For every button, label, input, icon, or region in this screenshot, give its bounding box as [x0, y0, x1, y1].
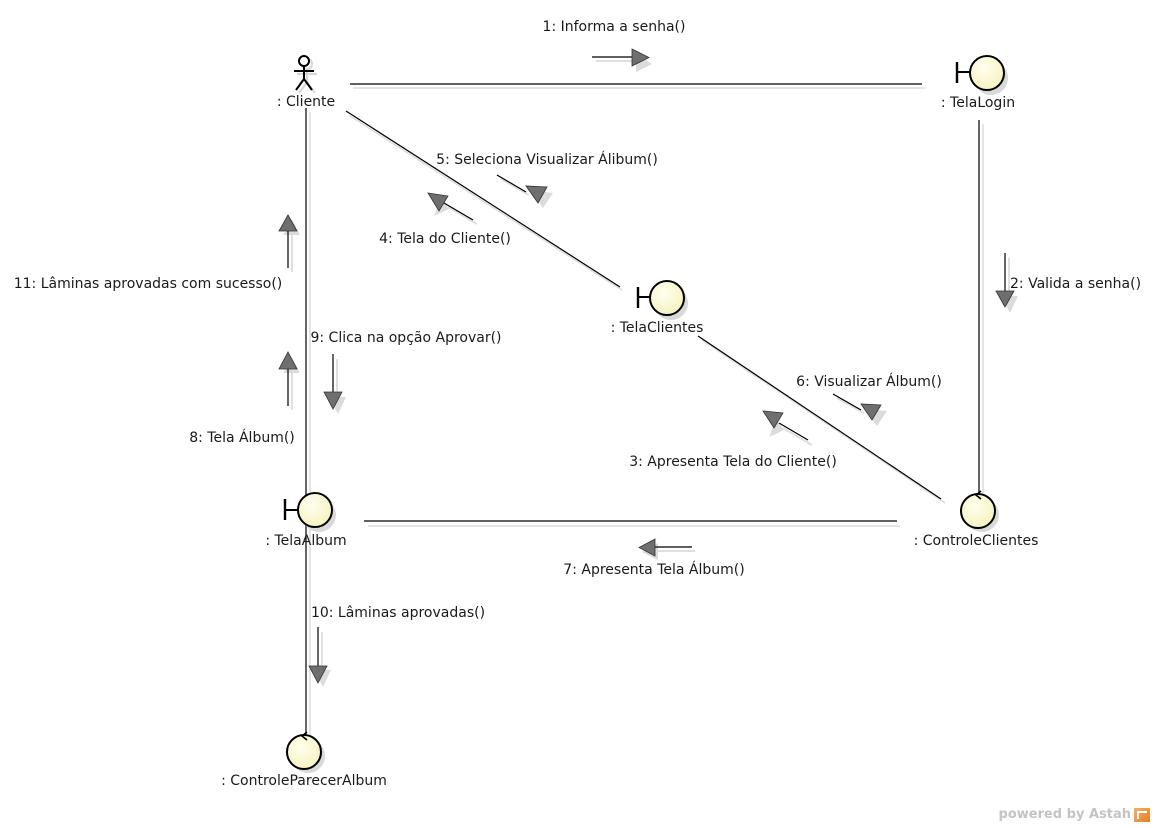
message-arrow-5[interactable]	[496, 174, 553, 208]
message-label-8: 8: Tela Álbum()	[189, 429, 295, 446]
message-arrow-3[interactable]	[762, 410, 813, 446]
message-label-6: 6: Visualizar Álbum()	[796, 373, 942, 390]
message-label-5: 5: Seleciona Visualizar Álibum()	[436, 151, 658, 168]
message-arrow-1[interactable]	[592, 48, 652, 72]
powered-by-watermark: powered by Astah	[999, 807, 1150, 822]
object-label-controleparceralbum: : ControleParecerAlbum	[221, 773, 387, 789]
control-icon	[286, 731, 322, 770]
message-label-11: 11: Lâminas aprovadas com sucesso()	[14, 276, 283, 292]
control-controleclientes[interactable]	[960, 490, 999, 532]
boundary-telaclientes[interactable]	[636, 280, 688, 320]
message-label-4: 4: Tela do Cliente()	[379, 231, 511, 247]
stick-figure-icon	[294, 55, 314, 91]
powered-by-text: powered by Astah	[998, 807, 1131, 822]
object-label-telalogin: : TelaLogin	[941, 95, 1015, 111]
message-label-9: 9: Clica na opção Aprovar()	[310, 330, 501, 346]
link-cliente-telaclientes[interactable]	[345, 110, 621, 288]
message-arrow-9[interactable]	[323, 354, 346, 414]
message-arrow-6[interactable]	[832, 393, 887, 426]
message-label-3: 3: Apresenta Tela do Cliente()	[629, 454, 837, 470]
message-label-2: 2: Valida a senha()	[1010, 276, 1141, 292]
message-arrow-2[interactable]	[995, 253, 1018, 313]
actor-cliente[interactable]	[294, 55, 317, 94]
object-label-cliente: : Cliente	[277, 94, 335, 110]
link-shadows	[309, 87, 984, 740]
boundary-telaalbum[interactable]	[283, 492, 336, 532]
control-controleparceralbum[interactable]	[286, 731, 325, 773]
message-arrow-10[interactable]	[308, 627, 331, 687]
message-label-7: 7: Apresenta Tela Álbum()	[563, 561, 744, 578]
astah-logo-icon	[1134, 807, 1150, 822]
boundary-telalogin[interactable]	[955, 55, 1008, 95]
message-arrow-4[interactable]	[427, 192, 478, 225]
link-telaclientes-controleclientes[interactable]	[697, 335, 942, 500]
object-label-telaalbum: : TelaAlbum	[265, 533, 346, 549]
message-arrow-11[interactable]	[278, 214, 300, 272]
message-arrow-7[interactable]	[638, 538, 695, 560]
object-label-telaclientes: : TelaClientes	[611, 320, 704, 336]
boundary-icon	[283, 492, 333, 528]
message-arrow-8[interactable]	[278, 351, 300, 410]
control-icon	[960, 490, 996, 529]
boundary-icon	[636, 280, 685, 316]
message-label-1: 1: Informa a senha()	[543, 19, 686, 35]
message-label-10: 10: Lâminas aprovadas()	[311, 605, 485, 621]
links	[305, 83, 980, 736]
object-label-controleclientes: : ControleClientes	[914, 533, 1039, 549]
boundary-icon	[955, 55, 1005, 91]
